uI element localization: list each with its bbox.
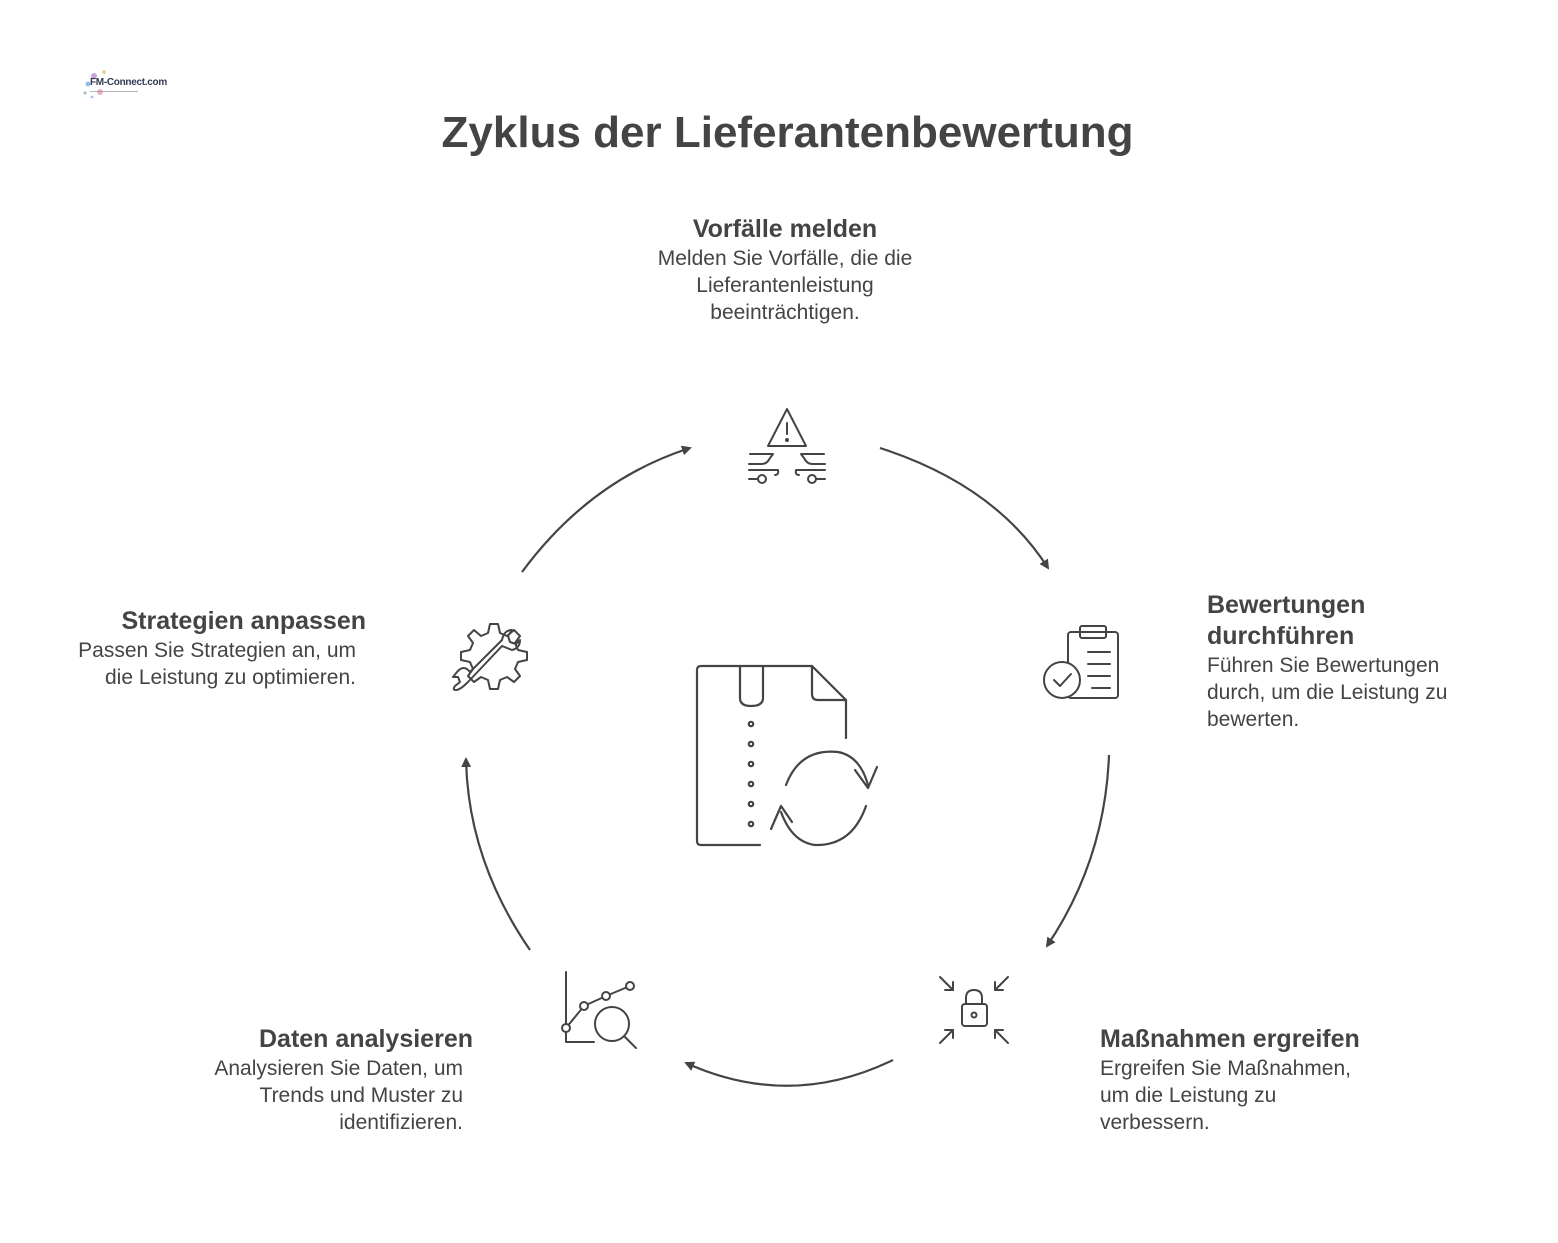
step-description: Analysieren Sie Daten, um Trends und Mus… bbox=[214, 1057, 463, 1134]
logo-text: FM-Connect.com bbox=[90, 77, 167, 88]
lock-arrows-icon bbox=[939, 976, 1009, 1044]
step-take-measures: Maßnahmen ergreifen Ergreifen Sie Maßnah… bbox=[1100, 1024, 1420, 1136]
arrow-right-to-bottom-right bbox=[1045, 754, 1111, 948]
cycle-arrows bbox=[461, 445, 1111, 1087]
page-title: Zyklus der Lieferantenbewertung bbox=[441, 108, 1134, 157]
logo-splash-icon bbox=[83, 70, 138, 99]
step-title: Daten analysieren bbox=[259, 1025, 473, 1053]
gear-wrench-icon bbox=[452, 623, 528, 691]
step-description: Passen Sie Strategien an, um die Leistun… bbox=[78, 639, 356, 689]
step-title: Bewertungen durchführen bbox=[1207, 591, 1366, 650]
arrow-top-to-right bbox=[879, 446, 1050, 570]
document-refresh-icon bbox=[695, 664, 879, 847]
arrow-bottom-left-to-left bbox=[461, 757, 531, 951]
step-analyze-data: Daten analysieren Analysieren Sie Daten,… bbox=[150, 1024, 473, 1136]
warning-cars-icon bbox=[748, 408, 826, 484]
step-title: Maßnahmen ergreifen bbox=[1100, 1025, 1360, 1053]
step-report-incidents: Vorfälle melden Melden Sie Vorfälle, die… bbox=[600, 214, 970, 326]
logo: FM-Connect.com bbox=[80, 66, 167, 102]
step-description: Führen Sie Bewertungen durch, um die Lei… bbox=[1207, 654, 1448, 731]
clipboard-check-icon bbox=[1043, 625, 1119, 699]
arrow-bottom-right-to-bottom-left bbox=[684, 1059, 894, 1087]
step-title: Vorfälle melden bbox=[692, 215, 878, 243]
step-description: Melden Sie Vorfälle, die die Lieferanten… bbox=[657, 247, 913, 324]
step-title: Strategien anpassen bbox=[121, 607, 366, 635]
step-conduct-evaluations: Bewertungen durchführen Führen Sie Bewer… bbox=[1207, 590, 1507, 733]
arrow-left-to-top bbox=[521, 445, 692, 573]
step-adjust-strategies: Strategien anpassen Passen Sie Strategie… bbox=[60, 606, 366, 691]
chart-magnifier-icon bbox=[561, 971, 637, 1049]
step-description: Ergreifen Sie Maßnahmen, um die Leistung… bbox=[1100, 1057, 1351, 1134]
